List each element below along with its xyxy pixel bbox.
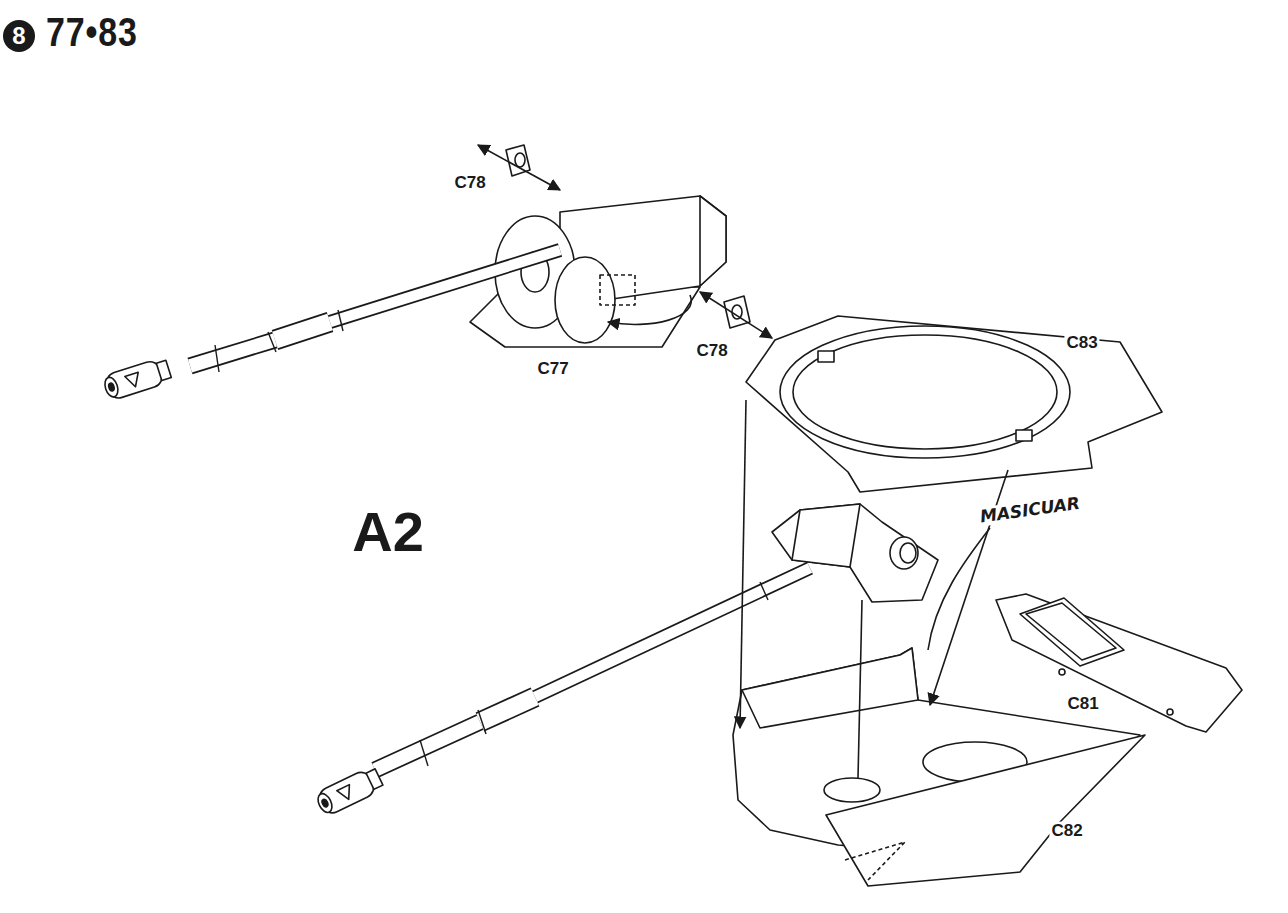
panel-window bbox=[1020, 598, 1124, 666]
panel-bolt bbox=[1059, 669, 1065, 675]
part-number: C77 bbox=[535, 360, 570, 379]
mantlet-front bbox=[555, 257, 615, 343]
assembly-code: A2 bbox=[350, 501, 426, 563]
pin-head bbox=[515, 153, 525, 167]
part-number: C83 bbox=[1064, 334, 1099, 353]
assembly-arrow bbox=[700, 292, 772, 338]
front-plate bbox=[826, 735, 1145, 886]
pin-flange bbox=[724, 296, 750, 328]
guide-line bbox=[858, 600, 862, 778]
leader-line bbox=[928, 528, 990, 650]
ring-clip bbox=[818, 351, 834, 362]
turret-roof bbox=[746, 316, 1162, 492]
panel-bolt bbox=[1167, 709, 1173, 715]
part-number: C78 bbox=[694, 342, 729, 361]
ring-outer bbox=[780, 326, 1070, 458]
step-number: 8 bbox=[12, 22, 25, 50]
rotate-arrow bbox=[608, 295, 691, 324]
handwritten-note: MASICUAR bbox=[977, 493, 1083, 526]
pin-head bbox=[732, 305, 742, 319]
ring-inner bbox=[793, 335, 1057, 449]
hull-wall bbox=[742, 648, 918, 728]
ring-clip bbox=[1016, 430, 1032, 441]
muzzle-brake bbox=[314, 765, 385, 817]
hull-hole bbox=[824, 778, 880, 802]
hidden-edge bbox=[600, 275, 635, 305]
step-number-circle: 8 bbox=[3, 20, 35, 52]
part-number: C81 bbox=[1065, 695, 1100, 714]
guide-arrow bbox=[740, 400, 746, 728]
assembly-arrow bbox=[478, 145, 560, 190]
trunnion bbox=[890, 537, 918, 569]
trunnion-end bbox=[900, 543, 916, 563]
side-panel bbox=[996, 594, 1242, 732]
panel-window-inner bbox=[1026, 603, 1116, 660]
part-number: C82 bbox=[1049, 822, 1084, 841]
mantlet-block bbox=[772, 504, 938, 602]
mantlet-face bbox=[792, 504, 860, 567]
muzzle-brake bbox=[102, 356, 173, 401]
hidden-edge bbox=[845, 842, 905, 880]
part-number: C78 bbox=[452, 174, 487, 193]
step-title: 77•83 bbox=[46, 10, 138, 55]
cradle-side bbox=[700, 196, 726, 286]
